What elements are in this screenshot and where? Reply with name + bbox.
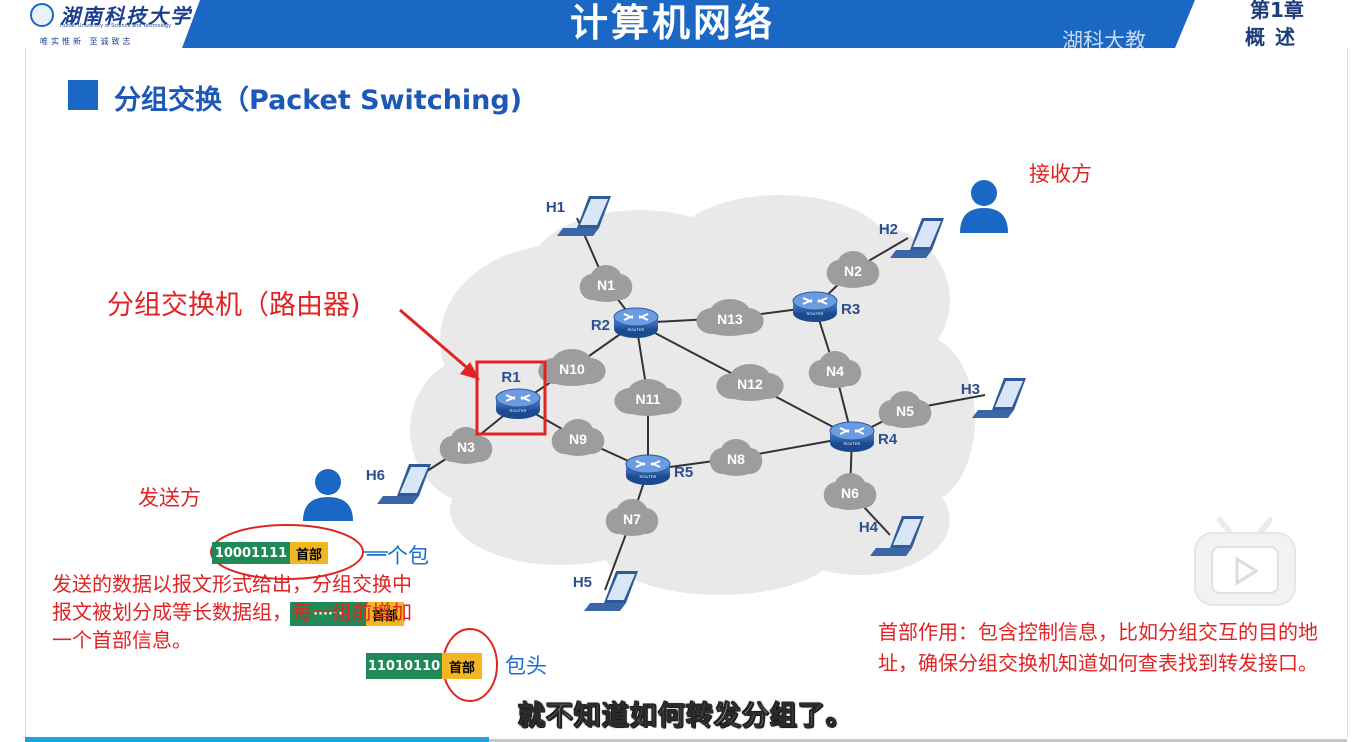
host-label: H1 [546,199,565,216]
sender-person-icon [303,469,353,521]
section-bullet-icon [68,80,98,110]
host-h2-laptop-icon: H2 [879,218,944,258]
node-label: N5 [896,403,914,419]
host-h4-laptop-icon: H4 [859,516,924,556]
cloud-node-n3: N3 [439,427,493,464]
router-r3-icon: ROUTER R3 [792,291,860,322]
chapter-number: 第1章 [1250,0,1304,22]
video-subtitle: 就不知道如何转发分组了。 [518,701,854,733]
svg-text:ROUTER: ROUTER [844,441,861,446]
router-label: R3 [841,301,860,318]
header-bar [0,0,1371,48]
cloud-node-n4: N4 [808,351,862,388]
cloud-node-n8: N8 [709,439,763,476]
node-label: N9 [569,431,587,447]
svg-text:ROUTER: ROUTER [510,408,527,413]
router-label: R4 [878,431,898,448]
packet-1: 10001111 首部 [212,542,328,564]
router-label: R5 [674,464,693,481]
packet-body: ······ [290,602,366,626]
svg-text:ROUTER: ROUTER [640,474,657,479]
cloud-node-n2: N2 [826,251,880,288]
router-label: R2 [591,317,610,334]
host-h6-laptop-icon: H6 [366,464,431,504]
router-r4-icon: ROUTER R4 [829,421,898,452]
cloud-node-n1: N1 [579,265,633,302]
node-label: N12 [737,376,763,392]
watermark: 湖科大教 [1062,29,1146,53]
node-label: N3 [457,439,475,455]
router-r2-icon: ROUTER R2 [591,307,659,338]
host-label: H2 [879,221,898,238]
section-title: 分组交换（Packet Switching) [114,85,523,116]
cloud-node-n6: N6 [823,473,877,510]
node-label: N4 [826,363,844,379]
video-progress-played[interactable] [25,737,489,742]
cloud-node-n12: N12 [716,364,784,401]
packet-header: 首部 [442,653,482,679]
cloud-node-n5: N5 [878,391,932,428]
network-cloud [410,195,975,595]
university-english-name: Hunan University of Science and Technolo… [60,23,172,29]
cloud-node-n9: N9 [551,419,605,456]
node-label: N13 [717,311,743,327]
node-label: N11 [636,391,661,407]
svg-text:ROUTER: ROUTER [807,311,824,316]
one-packet-label: 一个包 [366,544,429,568]
node-label: N1 [597,277,615,293]
description-right: 首部作用：包含控制信息，比如分组交互的目的地址，确保分组交换机知道如何查表找到转… [878,620,1318,675]
packet-header-label: 包头 [505,654,547,678]
packet-3: 11010110 首部 [366,653,482,679]
node-label: N2 [844,263,862,279]
r1-highlight-box [475,360,547,436]
receiver-label: 接收方 [1029,162,1092,186]
receiver-person-icon [960,180,1008,233]
host-label: H5 [573,574,592,591]
packet-2: ······ 首部 [290,602,404,626]
slide-left-border [25,48,26,738]
switch-arrow-icon [399,308,480,380]
router-r5-icon: ROUTER R5 [625,454,693,485]
host-label: H4 [859,519,879,536]
description-left: 发送的数据以报文形式给出，分组交换中报文被划分成等长数据组，每一组前增加一个首部… [52,572,412,652]
chapter-name: 概述 [1245,25,1305,49]
sender-label: 发送方 [138,486,201,510]
cloud-node-n11: N11 [614,379,682,416]
host-h3-laptop-icon: H3 [961,378,1026,418]
cloud-node-n7: N7 [605,499,659,536]
video-player-logo-icon [1194,517,1296,606]
host-h1-laptop-icon: H1 [546,196,611,236]
packet-body: 10001111 [212,542,290,564]
node-label: N8 [727,451,745,467]
university-motto: 唯实惟新 至诚致志 [40,37,134,46]
host-h5-laptop-icon: H5 [573,571,638,611]
router-r1-icon: ROUTER R1 [495,369,541,419]
slide-right-border [1347,48,1348,738]
university-emblem-icon [30,3,54,27]
video-progress-track[interactable] [489,739,1347,742]
packet-header: 首部 [366,602,404,626]
university-name: 湖南科技大学 [60,4,192,28]
host-label: H3 [961,381,980,398]
node-label: N10 [559,361,585,377]
node-label: N6 [841,485,859,501]
svg-text:ROUTER: ROUTER [628,327,645,332]
course-title: 计算机网络 [570,1,776,45]
chapter-box [1175,0,1371,48]
packet-body: 11010110 [366,653,442,679]
switch-label: 分组交换机（路由器) [107,290,361,321]
host-label: H6 [366,467,385,484]
cloud-node-n13: N13 [696,299,764,336]
packet-header: 首部 [290,542,328,564]
node-label: N7 [623,511,641,527]
router-label: R1 [501,369,520,386]
